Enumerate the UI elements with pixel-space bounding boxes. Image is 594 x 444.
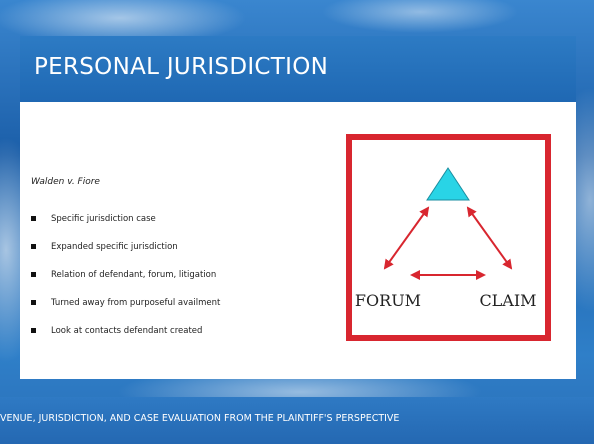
defendant-triangle-icon — [426, 167, 470, 201]
bullet-item: Turned away from purposeful availment — [31, 297, 220, 325]
slide-content: Walden v. Fiore Specific jurisdiction ca… — [20, 102, 576, 379]
jurisdiction-triangle-diagram: FORUM CLAIM — [346, 134, 551, 341]
title-bar: PERSONAL JURISDICTION — [20, 36, 576, 102]
defendant-claim-arrow — [466, 206, 513, 270]
bullet-text: Expanded specific jurisdiction — [51, 242, 178, 252]
bullet-item: Relation of defendant, forum, litigation — [31, 269, 220, 297]
bullet-item: Look at contacts defendant created — [31, 325, 220, 353]
bullet-text: Relation of defendant, forum, litigation — [51, 270, 217, 280]
bullet-square-icon — [31, 300, 36, 305]
bullet-list: Specific jurisdiction case Expanded spec… — [31, 213, 220, 353]
bullet-square-icon — [31, 272, 36, 277]
defendant-forum-arrow — [383, 206, 430, 270]
footer-bar: VENUE, JURISDICTION, AND CASE EVALUATION… — [0, 397, 594, 444]
slide-title: PERSONAL JURISDICTION — [34, 54, 329, 80]
claim-label: CLAIM — [479, 291, 536, 310]
bullet-text: Specific jurisdiction case — [51, 214, 156, 224]
bullet-square-icon — [31, 216, 36, 221]
bullet-item: Expanded specific jurisdiction — [31, 241, 220, 269]
bullet-text: Turned away from purposeful availment — [51, 298, 221, 308]
forum-label: FORUM — [355, 291, 421, 310]
bullet-text: Look at contacts defendant created — [51, 326, 203, 336]
bullet-square-icon — [31, 244, 36, 249]
bullet-square-icon — [31, 328, 36, 333]
bullet-item: Specific jurisdiction case — [31, 213, 220, 241]
case-name: Walden v. Fiore — [31, 177, 100, 187]
footer-text: VENUE, JURISDICTION, AND CASE EVALUATION… — [0, 413, 400, 424]
